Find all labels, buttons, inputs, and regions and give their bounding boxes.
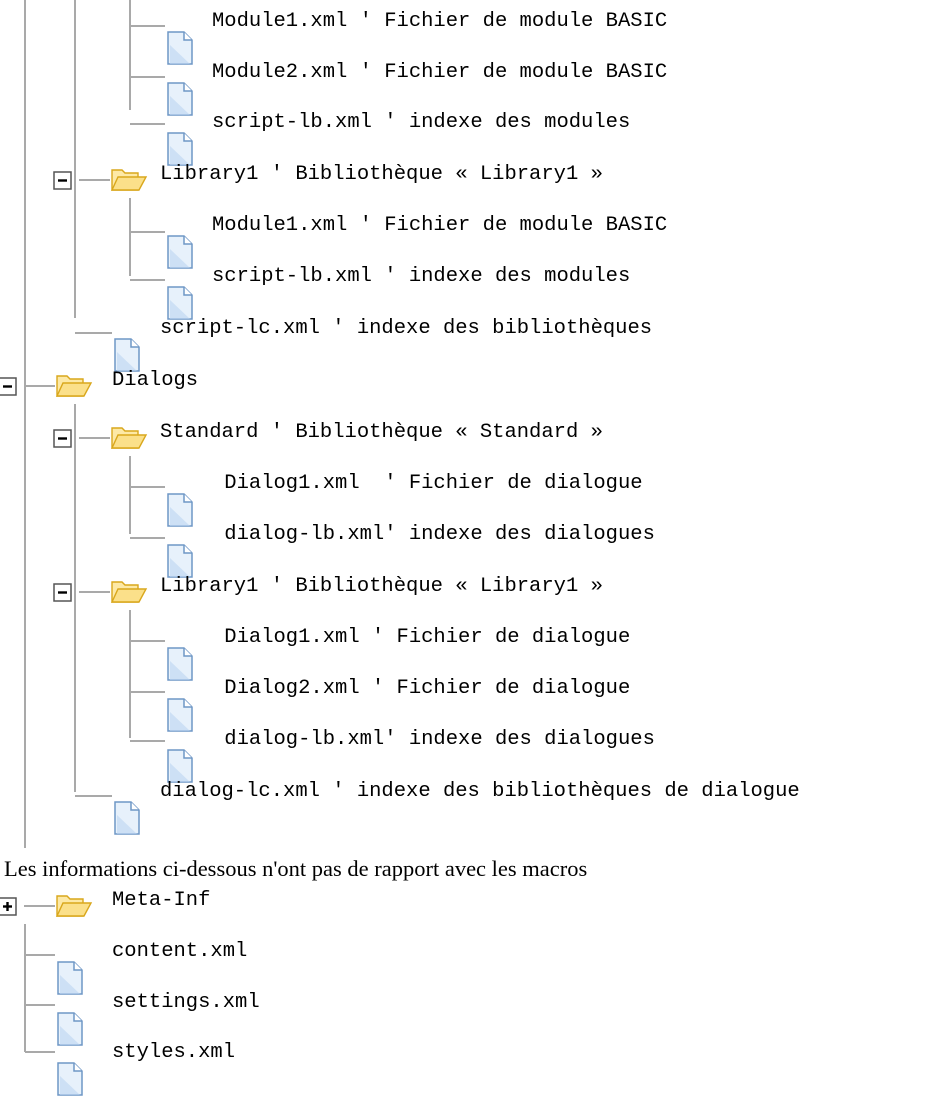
file-icon xyxy=(57,1062,83,1096)
tree-item-dialog-lc[interactable]: dialog-lc.xml ' indexe des bibliothèques… xyxy=(160,780,800,803)
tree-item-dlg-lib1-dialog2[interactable]: Dialog2.xml ' Fichier de dialogue xyxy=(212,677,631,700)
folder-open-icon xyxy=(55,375,93,397)
folder-open-icon xyxy=(55,895,93,917)
tree-item-basic-lib1-script-lb[interactable]: script-lb.xml ' indexe des modules xyxy=(212,265,631,288)
tree-item-basic-script-lc[interactable]: script-lc.xml ' indexe des bibliothèques xyxy=(160,317,653,340)
file-icon xyxy=(167,31,193,65)
tree-item-basic-std-script-lb[interactable]: script-lb.xml ' indexe des modules xyxy=(212,111,631,134)
file-icon xyxy=(167,132,193,166)
plus-toggle-icon[interactable] xyxy=(0,897,18,917)
tree-item-dlg-std-dialog-lb[interactable]: dialog-lb.xml' indexe des dialogues xyxy=(212,523,655,546)
tree-item-basic-std-module2[interactable]: Module2.xml ' Fichier de module BASIC xyxy=(212,61,668,84)
file-icon xyxy=(167,235,193,269)
file-icon xyxy=(167,698,193,732)
file-icon xyxy=(167,544,193,578)
file-icon xyxy=(57,1012,83,1046)
tree-item-meta-inf[interactable]: Meta-Inf xyxy=(112,889,211,912)
tree-item-dlg-std-dialog1[interactable]: Dialog1.xml ' Fichier de dialogue xyxy=(212,472,643,495)
minus-toggle-icon[interactable] xyxy=(53,171,73,191)
tree-item-basic-std-module1[interactable]: Module1.xml ' Fichier de module BASIC xyxy=(212,10,668,33)
file-tree: Module1.xml ' Fichier de module BASIC Mod… xyxy=(0,0,800,1096)
tree-item-styles-xml[interactable]: styles.xml xyxy=(112,1041,236,1064)
tree-item-dialogs-standard[interactable]: Standard ' Bibliothèque « Standard » xyxy=(160,421,603,444)
tree-item-basic-lib1-module1[interactable]: Module1.xml ' Fichier de module BASIC xyxy=(212,214,668,237)
tree-item-basic-library1[interactable]: Library1 ' Bibliothèque « Library1 » xyxy=(160,163,603,186)
tree-item-dlg-lib1-dialog-lb[interactable]: dialog-lb.xml' indexe des dialogues xyxy=(212,728,655,751)
tree-item-content-xml[interactable]: content.xml xyxy=(112,940,248,963)
folder-open-icon xyxy=(110,169,148,191)
tree-item-dialogs[interactable]: Dialogs xyxy=(112,369,199,392)
tree-item-settings-xml[interactable]: settings.xml xyxy=(112,991,260,1014)
file-icon xyxy=(57,961,83,995)
macro-note-text: Les informations ci-dessous n'ont pas de… xyxy=(4,856,588,881)
folder-open-icon xyxy=(110,427,148,449)
file-icon xyxy=(114,338,140,372)
folder-open-icon xyxy=(110,581,148,603)
minus-toggle-icon[interactable] xyxy=(53,429,73,449)
file-icon xyxy=(167,82,193,116)
tree-item-dlg-lib1-dialog1[interactable]: Dialog1.xml ' Fichier de dialogue xyxy=(212,626,631,649)
tree-connector-lines xyxy=(24,0,165,1053)
file-icon xyxy=(167,749,193,783)
minus-toggle-icon[interactable] xyxy=(53,583,73,603)
file-icon xyxy=(114,801,140,835)
file-icon xyxy=(167,286,193,320)
file-icon xyxy=(167,647,193,681)
minus-toggle-icon[interactable] xyxy=(0,377,18,397)
file-icon xyxy=(167,493,193,527)
tree-item-dialogs-library1[interactable]: Library1 ' Bibliothèque « Library1 » xyxy=(160,575,603,598)
